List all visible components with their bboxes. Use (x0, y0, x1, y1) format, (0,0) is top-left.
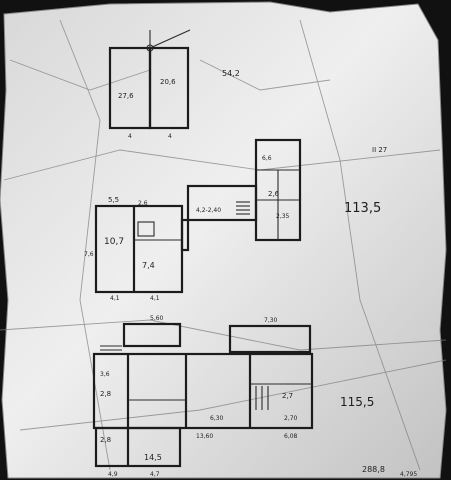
top-room-b: 20,6 (160, 78, 176, 86)
low-dim-bm: 4,7 (150, 471, 160, 478)
total-low: 115,5 (340, 395, 374, 409)
middle-block (94, 138, 302, 294)
mid-depth: 7,6 (84, 251, 94, 258)
low-dim-right: 2,70 (284, 415, 298, 422)
top-dim-c: 4 (128, 133, 132, 140)
mid-bottom-a: 4,1 (110, 295, 120, 302)
footer-a: 288,8 (362, 465, 385, 474)
low-room-d: 2,7 (282, 392, 293, 400)
mid-left-width: 5,5 (108, 196, 119, 204)
plan-labels: 27,6 20,6 4 4 54,2 II 27 113,5 5,5 2,6 1… (84, 69, 417, 478)
low-dim-bl: 4,9 (108, 471, 118, 478)
low-dim-br: 6,08 (284, 433, 298, 440)
low-dim-left: 3,6 (100, 371, 110, 378)
mid-bottom-b: 4,1 (150, 295, 160, 302)
mid-dim-top: 2,6 (138, 200, 148, 207)
top-dim-d: 4 (168, 133, 172, 140)
top-room-a: 27,6 (118, 92, 134, 100)
mid-annex: 2,6 (268, 190, 280, 198)
low-room-c: 14,5 (144, 453, 162, 462)
mid-room-big: 10,7 (104, 237, 124, 247)
mid-annex-c: 6,6 (262, 155, 272, 162)
low-dim-mid: 6,30 (210, 415, 224, 422)
footer-b: 4,795 (400, 471, 417, 478)
mid-passage: 4,2-2,40 (196, 207, 221, 214)
top-block (108, 29, 191, 130)
low-room-b: 2,8 (100, 436, 111, 444)
mid-annex-b: 2,35 (276, 213, 290, 220)
lower-block (92, 322, 314, 468)
low-dim-top-b: 7,30 (264, 317, 278, 324)
right-note: II 27 (372, 146, 387, 154)
mid-room-small: 7,4 (142, 261, 155, 270)
low-dim-bottom: 13,60 (196, 433, 213, 440)
total-mid: 113,5 (344, 201, 381, 216)
low-room-a: 2,8 (100, 390, 111, 398)
corner-note: 54,2 (222, 69, 240, 78)
low-dim-top-a: 5,60 (150, 315, 164, 322)
